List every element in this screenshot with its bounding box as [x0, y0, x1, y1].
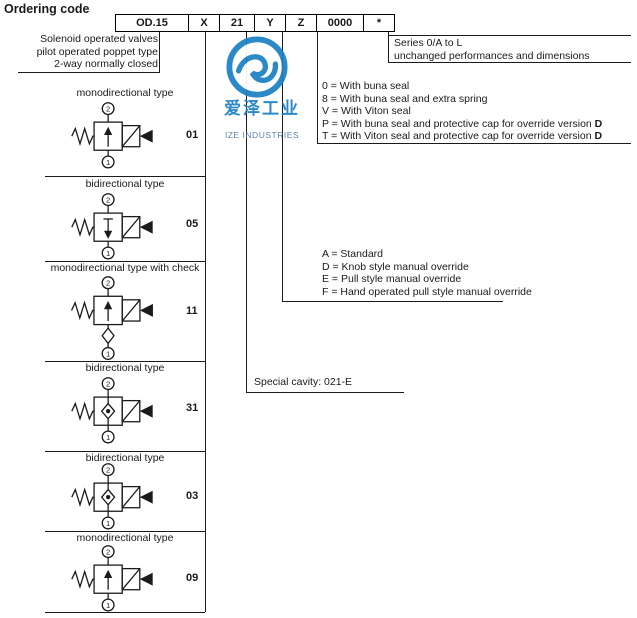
valve-symbol-monodirectional-1: [71, 102, 154, 169]
ize-logo-icon: [226, 36, 288, 98]
series-note: Series 0/A to L unchanged performances a…: [394, 37, 632, 62]
section-separator-1: [45, 176, 205, 177]
seal-option: P = With buna seal and protective cap fo…: [322, 118, 634, 131]
section-separator-6: [45, 612, 205, 613]
override-underline: [282, 301, 503, 302]
valve-symbol-bidirectional-3: [71, 463, 154, 530]
valve-type-title-3: monodirectional type with check: [50, 262, 200, 274]
seal-option: T = With Viton seal and protective cap f…: [322, 130, 634, 143]
valve-type-code-3: 11: [186, 305, 198, 317]
seal-option-text: T = With Viton seal and protective cap f…: [322, 130, 595, 142]
connector-line-override: [282, 32, 283, 301]
underline-left-description: [18, 72, 160, 73]
valve-type-code-6: 09: [186, 572, 199, 584]
override-option: F = Hand operated pull style manual over…: [322, 285, 532, 298]
override-option: D = Knob style manual override: [322, 260, 469, 273]
valve-symbol-bidirectional-2: [71, 377, 154, 444]
valve-type-code-1: 01: [186, 129, 199, 141]
code-box-voltage: 0000: [316, 14, 364, 32]
code-box-type: X: [188, 14, 220, 32]
override-options: A = Standard D = Knob style manual overr…: [322, 248, 532, 298]
valve-symbol-monodirectional-check: [70, 276, 154, 360]
valve-symbol-bidirectional-1: [71, 193, 154, 260]
series-note-line1: Series 0/A to L: [394, 37, 463, 49]
connector-line-cavity: [246, 32, 247, 392]
seal-option: V = With Viton seal: [322, 105, 634, 118]
valve-description-line2: pilot operated poppet type: [36, 45, 158, 58]
seal-option-text: V = With Viton seal: [322, 105, 411, 117]
valve-type-title-1: monodirectional type: [76, 87, 174, 99]
code-box-prefix: OD.15: [115, 14, 189, 32]
valve-type-title-5: bidirectional type: [85, 452, 165, 464]
code-box-series: *: [363, 14, 395, 32]
override-option: A = Standard: [322, 248, 384, 260]
seal-underline: [317, 143, 631, 144]
series-note-line2: unchanged performances and dimensions: [394, 49, 590, 62]
watermark-english-name: IZE INDUSTRIES: [224, 130, 300, 140]
valve-type-code-5: 03: [186, 490, 199, 502]
section-separator-4: [45, 451, 205, 452]
seal-options: 0 = With buna seal 8 = With buna seal an…: [322, 80, 634, 143]
section-separator-5: [45, 531, 205, 532]
seal-option-bold: D: [594, 117, 603, 130]
connector-line-seal: [317, 32, 318, 143]
valve-type-code-4: 31: [186, 402, 199, 414]
valve-type-title-4: bidirectional type: [85, 362, 165, 374]
valve-symbol-monodirectional-2: [71, 545, 154, 612]
cavity-underline: [246, 392, 404, 393]
section-separator-2: [45, 261, 205, 262]
seal-option: 8 = With buna seal and extra spring: [322, 93, 634, 106]
section-separator-3: [45, 361, 205, 362]
connector-line-series: [388, 32, 389, 62]
watermark-chinese-name: 爱泽工业: [224, 99, 300, 118]
valve-description-line3: 2-way normally closed: [54, 58, 158, 70]
valve-type-code-2: 05: [186, 218, 199, 230]
valve-description: Solenoid operated valves pilot operated …: [18, 33, 158, 71]
connector-line-model: [159, 32, 160, 72]
code-box-override: Y: [254, 14, 286, 32]
seal-option-text: 8 = With buna seal and extra spring: [322, 92, 488, 105]
connector-line-type: [205, 32, 206, 612]
seal-option-text: P = With buna seal and protective cap fo…: [322, 117, 595, 130]
valve-type-title-6: monodirectional type: [76, 532, 174, 544]
seal-option-bold: D: [594, 130, 603, 142]
valve-description-line1: Solenoid operated valves: [40, 33, 158, 45]
page-title: Ordering code: [4, 2, 90, 16]
series-top-rule: [388, 35, 631, 36]
series-bottom-rule: [388, 62, 631, 63]
ordering-code-row: OD.15 X 21 Y Z 0000 *: [115, 14, 395, 32]
code-box-size: 21: [219, 14, 255, 32]
seal-option-text: 0 = With buna seal: [322, 80, 410, 92]
override-option: E = Pull style manual override: [322, 273, 462, 285]
valve-type-title-2: bidirectional type: [85, 178, 165, 190]
seal-option: 0 = With buna seal: [322, 80, 634, 93]
code-box-seal: Z: [285, 14, 317, 32]
special-cavity-note: Special cavity: 021-E: [254, 376, 353, 388]
